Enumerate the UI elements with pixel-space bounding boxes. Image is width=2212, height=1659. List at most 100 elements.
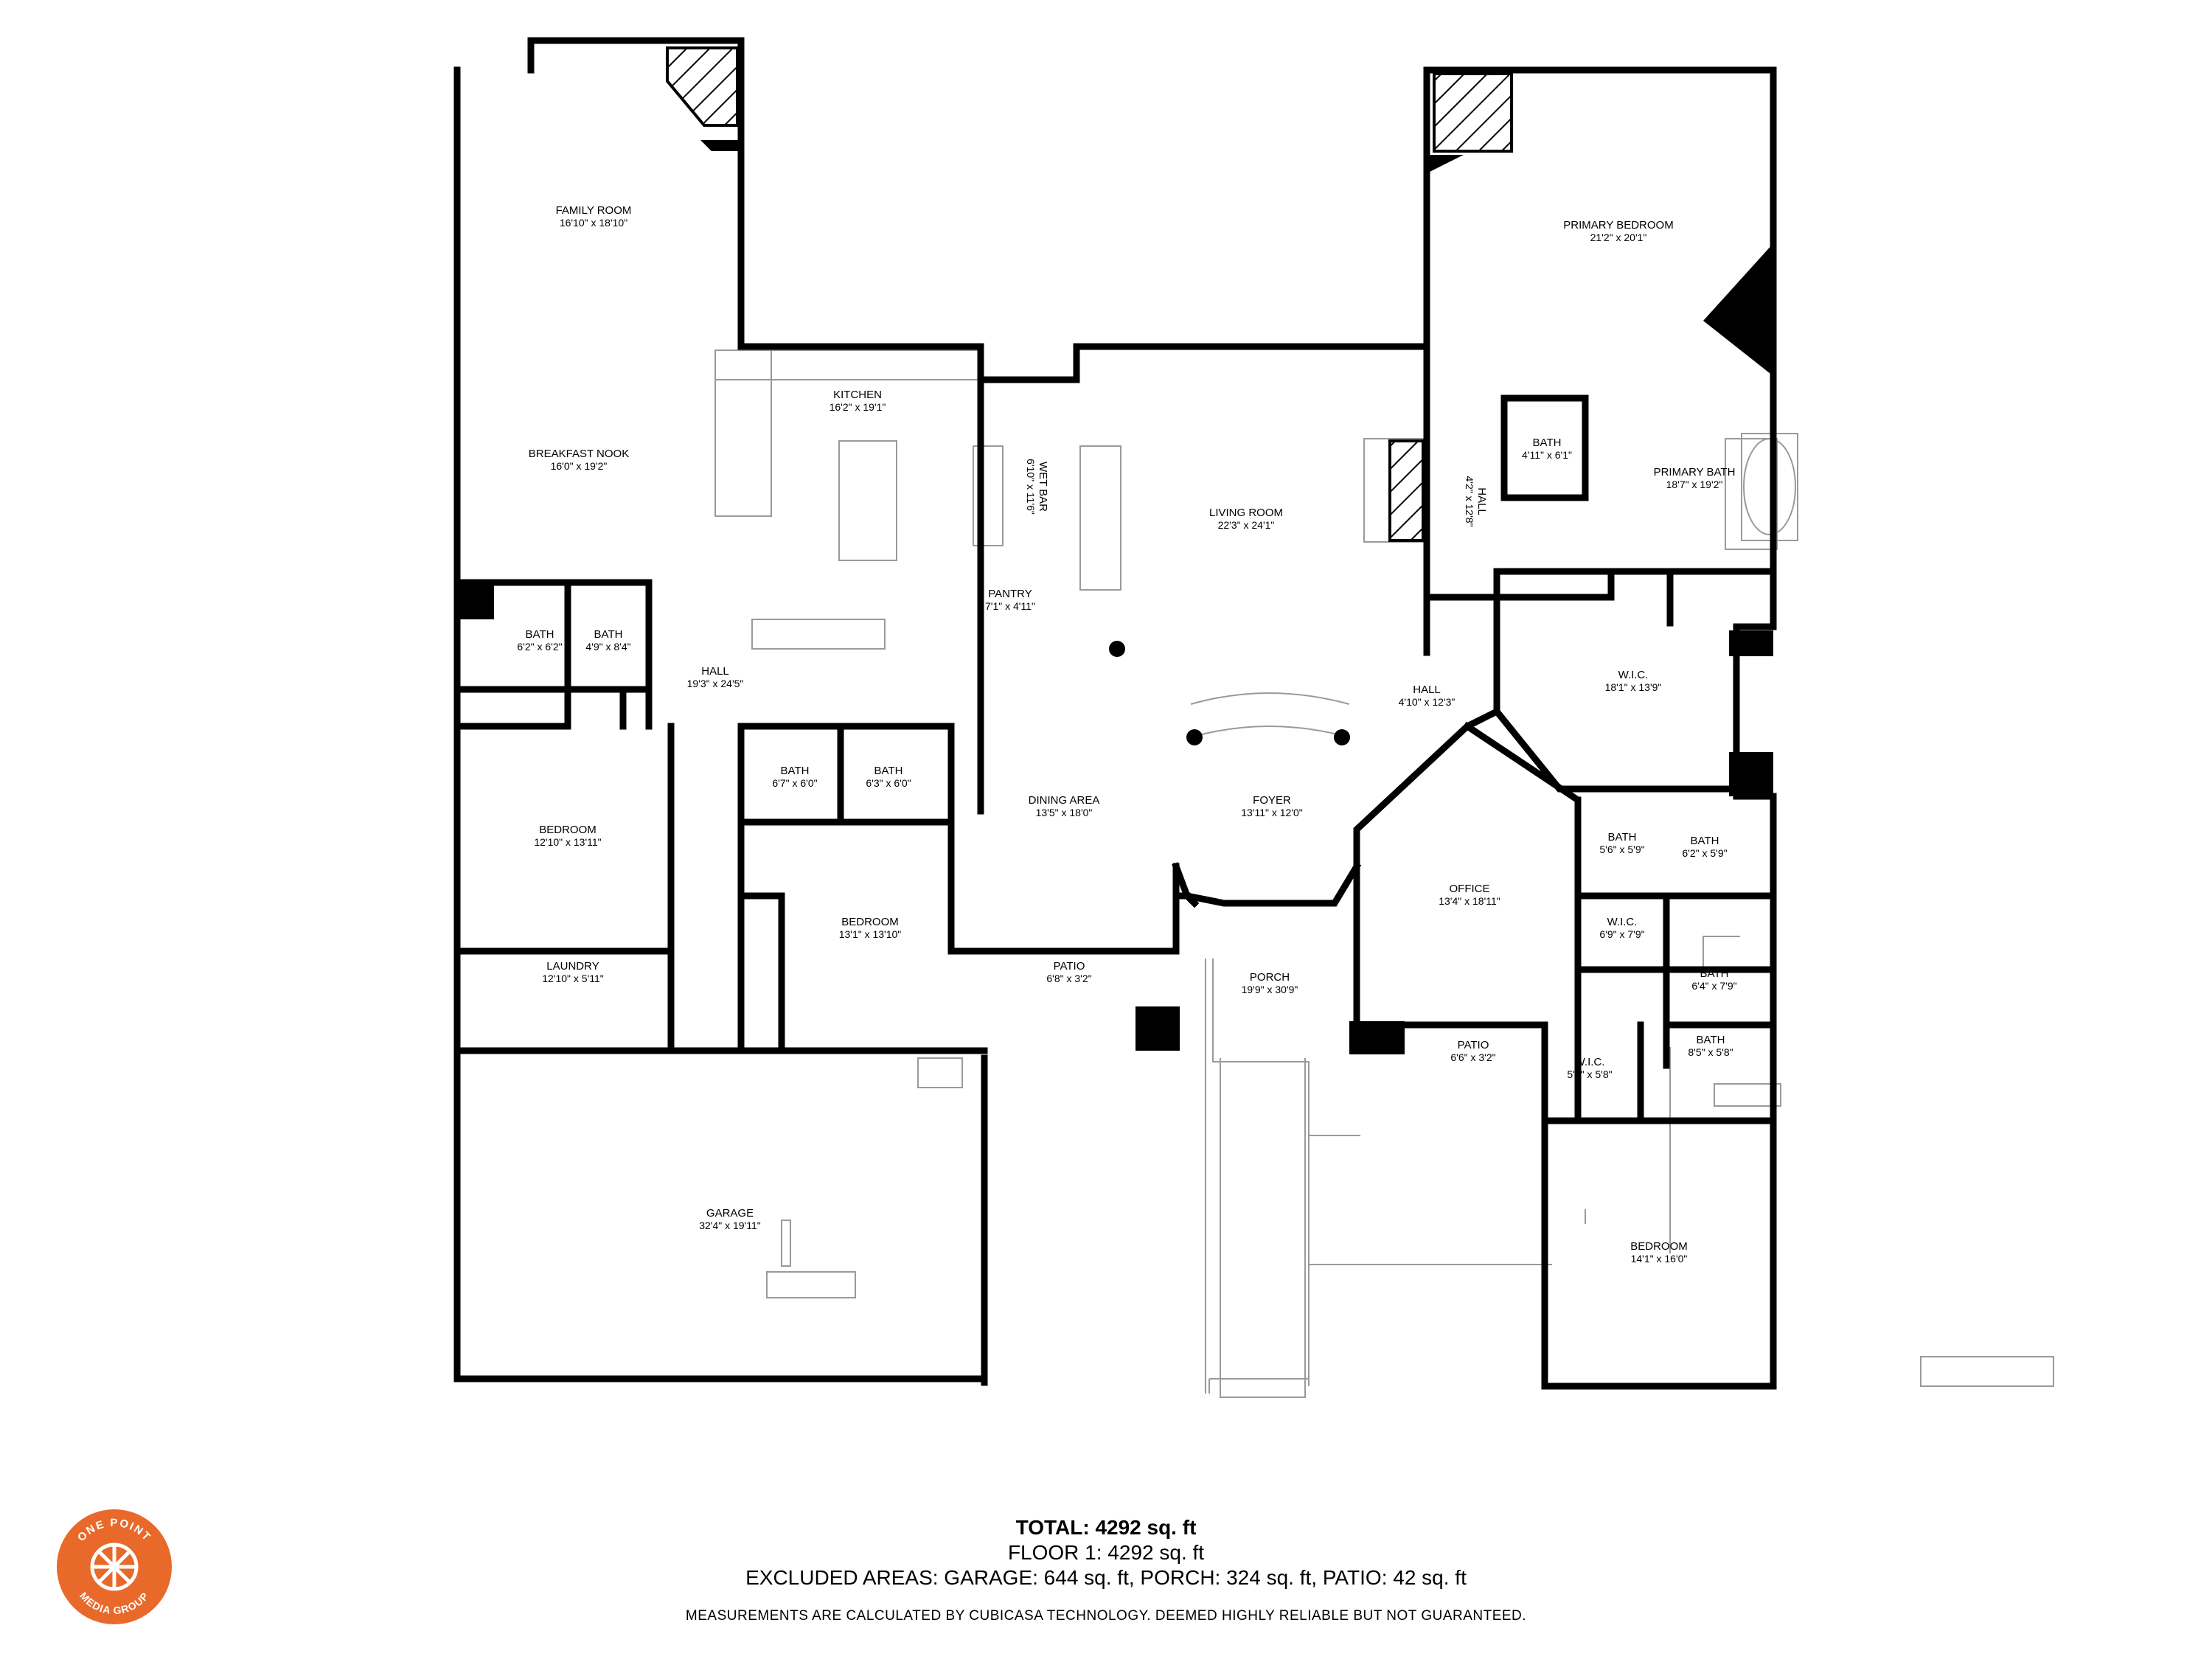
room-dimensions: 16'0" x 19'2" [551,460,608,472]
room-name: LAUNDRY [546,960,599,973]
room-dimensions: 12'10" x 5'11" [542,973,604,984]
room-wic-primary: W.I.C.18'1" x 13'9" [1605,669,1662,693]
room-name: W.I.C. [1607,916,1638,928]
room-dimensions: 6'8" x 3'2" [1046,973,1091,984]
room-dimensions: 5'6" x 5'9" [1599,844,1644,855]
room-name: PRIMARY BATH [1654,466,1736,479]
room-wic-east: W.I.C.6'9" x 7'9" [1599,916,1644,940]
total-area: TOTAL: 4292 sq. ft [1015,1516,1197,1539]
fixtures [714,349,2054,1394]
room-dimensions: 4'9" x 8'4" [585,641,630,653]
room-dimensions: 6'6" x 3'2" [1450,1051,1495,1063]
room-dimensions: 13'5" x 18'0" [1036,807,1093,818]
room-dimensions: 6'10" x 11'6" [1025,459,1037,515]
room-dimensions: 13'4" x 18'11" [1439,895,1500,907]
room-name: GARAGE [706,1207,754,1220]
room-dimensions: 6'3" x 6'0" [866,777,911,789]
room-name: BREAKFAST NOOK [529,448,629,460]
room-name: W.I.C. [1618,669,1649,681]
floor-area: FLOOR 1: 4292 sq. ft [1007,1541,1205,1564]
room-name: BATH [1608,831,1637,844]
room-name: BATH [1533,437,1562,449]
room-dimensions: 4'10" x 12'3" [1399,696,1455,708]
room-dimensions: 6'4" x 7'9" [1691,980,1736,992]
room-name: BATH [1691,835,1719,847]
walls [453,37,1777,1390]
structural-blocks [457,140,1773,1054]
room-wic-southeast: W.I.C.5'5" x 5'8" [1567,1056,1612,1080]
room-dimensions: 4'2" x 12'8" [1464,476,1475,527]
room-name: PORCH [1250,971,1290,984]
room-dimensions: 6'2" x 6'2" [517,641,562,653]
room-dimensions: 12'10" x 13'11" [534,836,601,848]
room-name: FOYER [1253,794,1291,807]
room-name: W.I.C. [1575,1056,1605,1068]
disclaimer: MEASUREMENTS ARE CALCULATED BY CUBICASA … [685,1608,1527,1624]
room-dimensions: 6'9" x 7'9" [1599,928,1644,940]
room-name: OFFICE [1450,883,1490,895]
room-dimensions: 4'11" x 6'1" [1522,449,1572,461]
room-name: BATH [1697,1034,1725,1046]
room-dimensions: 19'3" x 24'5" [687,678,744,689]
room-name: DINING AREA [1029,794,1100,807]
room-name: PATIO [1054,960,1085,973]
room-dimensions: 32'4" x 19'11" [699,1220,761,1231]
room-name: BEDROOM [1630,1240,1688,1253]
company-logo: ONE POINT MEDIA GROUP [57,1509,172,1624]
room-dimensions: 5'5" x 5'8" [1567,1068,1612,1080]
room-name: BEDROOM [539,824,597,836]
room-name: PATIO [1458,1039,1489,1051]
room-name: BATH [526,628,554,641]
room-dimensions: 14'1" x 16'0" [1631,1253,1688,1265]
room-dimensions: 6'7" x 6'0" [772,777,817,789]
columns [1109,641,1350,745]
room-dimensions: 18'7" x 19'2" [1666,479,1723,490]
room-dimensions: 13'11" x 12'0" [1241,807,1303,818]
fireplaces [666,46,1513,542]
room-dimensions: 19'9" x 30'9" [1242,984,1298,995]
room-name: BATH [781,765,810,777]
room-name: BATH [594,628,623,641]
room-name: PANTRY [988,588,1032,600]
room-dimensions: 8'5" x 5'8" [1688,1046,1733,1058]
porch-walkway [1220,1058,1306,1398]
room-name: FAMILY ROOM [556,204,632,217]
room-dimensions: 13'1" x 13'10" [839,928,902,940]
room-name: BATH [874,765,903,777]
room-name: KITCHEN [833,389,882,401]
room-name: BEDROOM [841,916,899,928]
room-dimensions: 22'3" x 24'1" [1218,519,1275,531]
